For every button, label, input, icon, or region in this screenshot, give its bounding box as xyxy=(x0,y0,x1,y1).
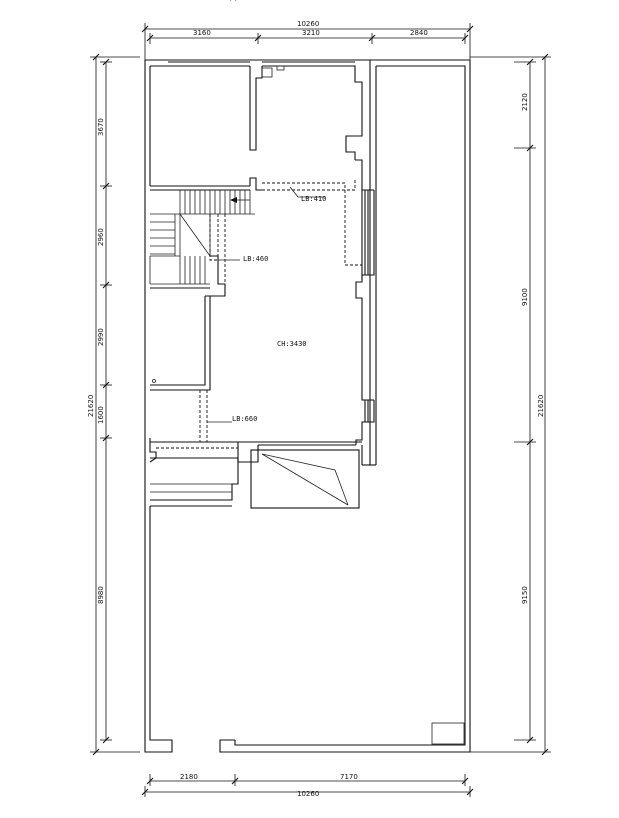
lower-entry-area xyxy=(149,441,363,509)
left-dimension-segment-4: 1600 xyxy=(97,406,105,424)
left-total-dimension: 21620 xyxy=(87,395,95,417)
stair-arrow-icon xyxy=(230,197,237,203)
drawing-title-fragment: •• · · · ···· ····· xyxy=(228,0,289,4)
outer-walls xyxy=(144,59,471,753)
bottom-total-dimension: 10260 xyxy=(297,790,319,798)
bottom-dimension-segment-1: 2180 xyxy=(180,773,198,781)
mid-beam-label: LB:460 xyxy=(243,255,268,263)
label-leaders xyxy=(207,186,325,423)
left-dimension-segment-1: 3670 xyxy=(97,118,105,136)
right-dimension-segment-1: 2120 xyxy=(521,93,529,111)
top-dimension-segment-1: 3160 xyxy=(193,29,211,37)
top-dimension-lines xyxy=(141,23,474,60)
left-rooms xyxy=(149,287,211,443)
upper-beam-label: LB:410 xyxy=(301,195,326,203)
ceiling-height-label: CH:3430 xyxy=(277,340,307,348)
left-dimension-lines xyxy=(90,53,140,756)
bottom-dimension-lines xyxy=(141,774,474,797)
lower-beam-label: LB:660 xyxy=(232,415,257,423)
top-dimension-segment-3: 2840 xyxy=(410,29,428,37)
left-dimension-segment-5: 8980 xyxy=(97,586,105,604)
left-dimension-segment-3: 2990 xyxy=(97,328,105,346)
right-dimension-segment-2: 9100 xyxy=(521,288,529,306)
top-dimension-segment-2: 3210 xyxy=(302,29,320,37)
beam-dashed-lines xyxy=(156,178,362,449)
left-dimension-segment-2: 2960 xyxy=(97,228,105,246)
central-room-right-walls xyxy=(355,159,375,445)
staircase xyxy=(149,190,255,297)
top-total-dimension: 10260 xyxy=(297,20,319,28)
upper-room-walls xyxy=(150,65,363,191)
right-dimension-lines xyxy=(470,53,551,756)
right-total-dimension: 21620 xyxy=(537,395,545,417)
right-dimension-segment-3: 9150 xyxy=(521,586,529,604)
bottom-dimension-segment-2: 7170 xyxy=(340,773,358,781)
